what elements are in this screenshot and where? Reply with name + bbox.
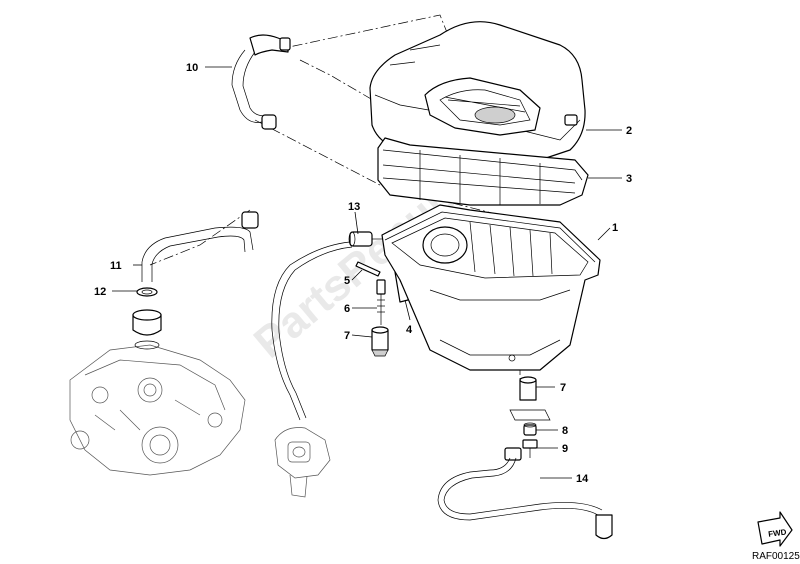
drawing-code: RAF00125 xyxy=(752,551,800,562)
spacer-8 xyxy=(523,422,537,436)
fwd-label: FWD xyxy=(768,527,788,538)
callout-5: 5 xyxy=(344,275,350,287)
callout-2: 2 xyxy=(626,125,632,137)
drain-hose-14 xyxy=(437,447,613,540)
bolt-9 xyxy=(522,439,538,458)
breather-hose-11 xyxy=(141,211,259,282)
callout-numbers: 1 2 3 4 5 6 7 7 8 9 10 11 12 13 14 xyxy=(94,62,632,485)
callout-7-left: 7 xyxy=(344,330,350,342)
callout-8: 8 xyxy=(562,425,568,437)
grommet-7-right xyxy=(509,376,551,421)
air-filter-3 xyxy=(377,137,589,206)
bolt-6 xyxy=(376,279,386,325)
breather-hose-10 xyxy=(231,34,291,130)
callout-10: 10 xyxy=(186,62,198,74)
callout-9: 9 xyxy=(562,443,568,455)
fwd-direction-arrow: FWD xyxy=(757,511,793,547)
grommet-7-left xyxy=(371,326,389,357)
breather-boss xyxy=(132,287,162,350)
callout-4: 4 xyxy=(406,324,413,336)
callout-1: 1 xyxy=(612,222,618,234)
callout-13: 13 xyxy=(348,201,360,213)
callout-14: 14 xyxy=(576,473,589,485)
callout-7-right: 7 xyxy=(560,382,566,394)
callout-11: 11 xyxy=(110,260,122,272)
airbox-cover-2 xyxy=(369,21,586,161)
engine-crankcase-outline xyxy=(69,344,246,476)
airbox-housing-1 xyxy=(381,204,601,371)
valve-assembly xyxy=(274,427,331,498)
pin-5 xyxy=(355,261,381,277)
callout-6: 6 xyxy=(344,303,350,315)
drain-tube xyxy=(271,241,353,421)
callout-3: 3 xyxy=(626,173,632,185)
leader-lines xyxy=(112,66,622,479)
callout-12: 12 xyxy=(94,286,106,298)
